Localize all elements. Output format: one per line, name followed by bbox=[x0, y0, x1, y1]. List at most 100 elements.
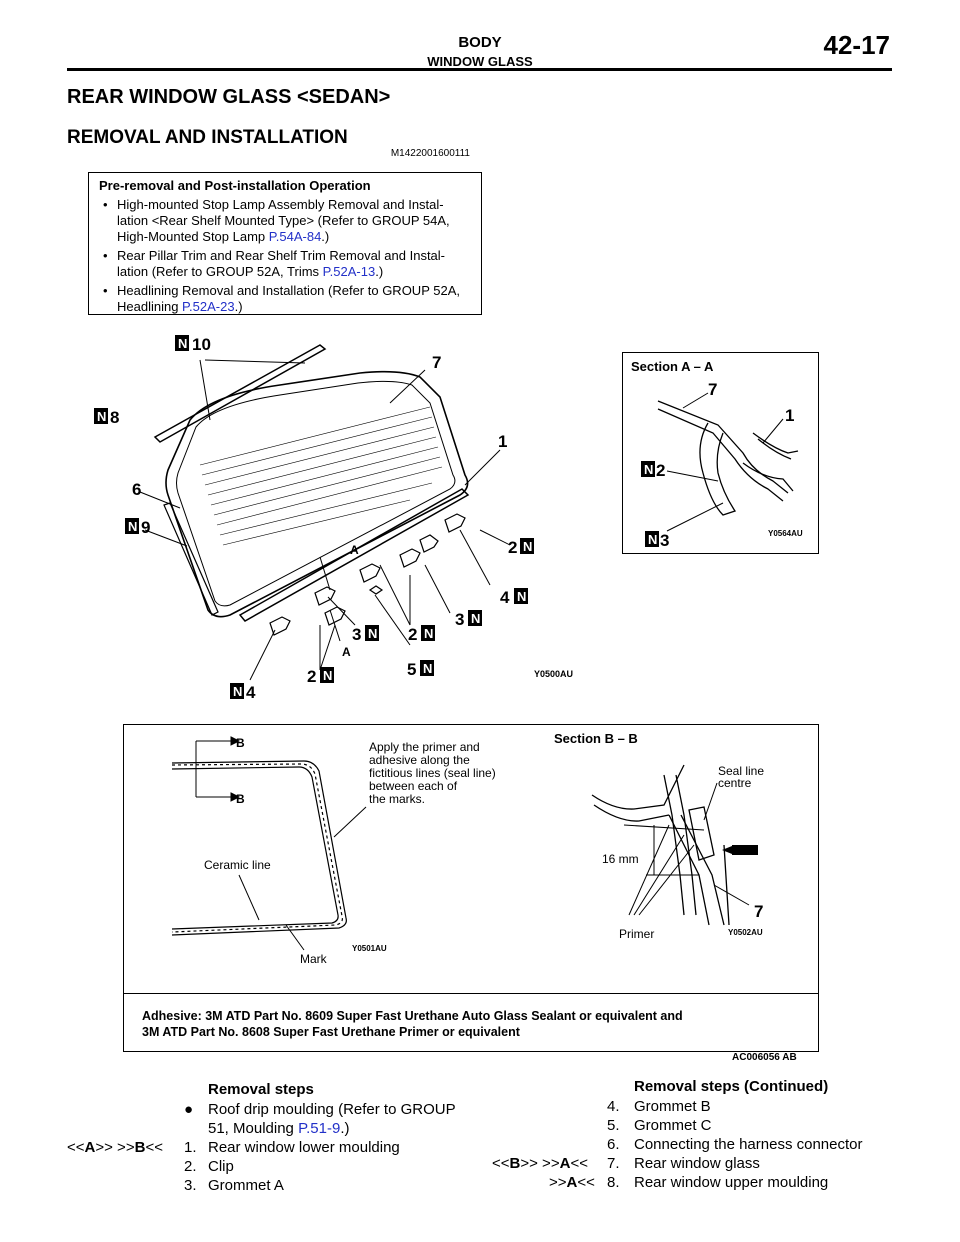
svg-text:3: 3 bbox=[455, 610, 464, 629]
list-item-text: High-mounted Stop Lamp Assembly Removal … bbox=[117, 197, 450, 244]
svg-text:A: A bbox=[342, 645, 351, 659]
divider bbox=[124, 993, 818, 994]
mark-label: Mark bbox=[300, 952, 328, 966]
step-tag: <<A>> >>B<< bbox=[67, 1139, 163, 1156]
list-item-text: Rear Pillar Trim and Rear Shelf Trim Rem… bbox=[117, 248, 446, 279]
step-number: 1. bbox=[184, 1139, 197, 1156]
section-title: BODY bbox=[458, 34, 502, 51]
step-number: 6. bbox=[607, 1136, 620, 1153]
svg-text:N: N bbox=[648, 532, 657, 547]
note-line: Apply the primer and bbox=[369, 740, 480, 754]
note-line: fictitious lines (seal line) bbox=[369, 766, 496, 780]
callout-1: 1 bbox=[785, 406, 794, 425]
svg-text:4: 4 bbox=[500, 588, 510, 607]
figure-code: Y0564AU bbox=[768, 529, 803, 538]
step-number: 7. bbox=[607, 1155, 620, 1172]
list-item-tail: .) bbox=[234, 299, 243, 314]
ref-link[interactable]: P.51-9 bbox=[298, 1120, 341, 1137]
section-a-title: Section A – A bbox=[631, 359, 714, 374]
list-item: Headlining Removal and Installation (Ref… bbox=[103, 283, 471, 315]
step-number: 2. bbox=[184, 1158, 197, 1175]
callout-7: 7 bbox=[754, 902, 763, 921]
seal-line-label: centre bbox=[718, 776, 752, 790]
step-tag: <<B>> >>A<< bbox=[492, 1155, 588, 1172]
step-text: Roof drip moulding (Refer to GROUP bbox=[208, 1101, 456, 1118]
callout-7: 7 bbox=[708, 380, 717, 399]
svg-text:8: 8 bbox=[110, 408, 119, 427]
page-number: 42-17 bbox=[823, 30, 891, 60]
note-line: the marks. bbox=[369, 792, 425, 806]
section-a-drawing: 7 1 N 2 N 3 Y0564AU bbox=[641, 380, 803, 550]
callout-2: 2 bbox=[656, 461, 665, 480]
b-marker-top: B bbox=[236, 736, 245, 750]
svg-text:N: N bbox=[523, 539, 532, 554]
adhesive-spec: Adhesive: 3M ATD Part No. 8609 Super Fas… bbox=[142, 1008, 683, 1040]
svg-text:Y0500AU: Y0500AU bbox=[534, 669, 573, 679]
list-item: High-mounted Stop Lamp Assembly Removal … bbox=[103, 197, 471, 245]
dimension-label: 16 mm bbox=[602, 852, 639, 866]
list-item-tail: .) bbox=[375, 264, 384, 279]
adhesive-line: 3M ATD Part No. 8608 Super Fast Urethane… bbox=[142, 1025, 520, 1039]
svg-text:N: N bbox=[128, 519, 137, 534]
ceramic-line-label: Ceramic line bbox=[204, 858, 271, 872]
section-a-box: Section A – A 7 1 N 2 N 3 Y0564AU bbox=[622, 352, 819, 554]
svg-text:2: 2 bbox=[408, 625, 417, 644]
svg-text:6: 6 bbox=[132, 480, 141, 499]
step-number: 5. bbox=[607, 1117, 620, 1134]
svg-text:N: N bbox=[233, 684, 242, 699]
svg-text:2: 2 bbox=[508, 538, 517, 557]
section-b-title: Section B – B bbox=[554, 731, 638, 746]
b-marker-bottom: B bbox=[236, 792, 245, 806]
svg-text:A: A bbox=[350, 543, 359, 557]
svg-text:2: 2 bbox=[307, 667, 316, 686]
steps-heading: Removal steps (Continued) bbox=[634, 1078, 829, 1095]
callout-3: 3 bbox=[660, 531, 669, 550]
doc-code: M1422001600111 bbox=[390, 148, 470, 159]
adhesive-line: Adhesive: 3M ATD Part No. 8609 Super Fas… bbox=[142, 1009, 683, 1023]
step-number: 8. bbox=[607, 1174, 620, 1191]
bullet-icon: ● bbox=[184, 1101, 194, 1118]
svg-text:N: N bbox=[517, 589, 526, 604]
svg-text:4: 4 bbox=[246, 683, 256, 702]
list-item-text: Headlining Removal and Installation (Ref… bbox=[117, 283, 460, 314]
ref-link[interactable]: P.54A-84 bbox=[268, 229, 322, 244]
step-label: Clip bbox=[208, 1158, 234, 1175]
step-label: Rear window upper moulding bbox=[634, 1174, 829, 1191]
pre-removal-list: High-mounted Stop Lamp Assembly Removal … bbox=[99, 197, 471, 315]
svg-text:10: 10 bbox=[192, 335, 211, 354]
list-item: Rear Pillar Trim and Rear Shelf Trim Rem… bbox=[103, 248, 471, 280]
svg-text:N: N bbox=[471, 611, 480, 626]
subsection-title: WINDOW GLASS bbox=[427, 54, 533, 69]
step-label: Rear window lower moulding bbox=[208, 1139, 400, 1156]
ref-link[interactable]: P.52A-13 bbox=[322, 264, 376, 279]
pre-removal-heading: Pre-removal and Post-installation Operat… bbox=[99, 178, 371, 193]
step-label: Connecting the harness connector bbox=[634, 1136, 863, 1153]
svg-text:N: N bbox=[423, 661, 432, 676]
steps-heading: Removal steps bbox=[208, 1081, 314, 1098]
page-subtitle: REMOVAL AND INSTALLATION bbox=[67, 127, 348, 148]
step-text: .) bbox=[340, 1120, 350, 1137]
header-rule bbox=[67, 68, 892, 71]
svg-text:5: 5 bbox=[407, 660, 416, 679]
adhesive-section-box: B B Apply the primer and adhesive along … bbox=[123, 724, 819, 1052]
step-label: Grommet B bbox=[634, 1098, 711, 1115]
svg-text:N: N bbox=[424, 626, 433, 641]
figure-code: AC006056 AB bbox=[732, 1052, 797, 1063]
seal-line-label: Seal line bbox=[718, 764, 764, 778]
svg-text:9: 9 bbox=[141, 518, 150, 537]
figure-code: Y0501AU bbox=[352, 944, 387, 953]
figure-code: Y0502AU bbox=[728, 928, 763, 937]
svg-text:3: 3 bbox=[352, 625, 361, 644]
svg-text:7: 7 bbox=[432, 353, 441, 372]
svg-text:N: N bbox=[368, 626, 377, 641]
svg-text:N: N bbox=[97, 409, 106, 424]
primer-label: Primer bbox=[619, 927, 654, 941]
step-text: 51, Moulding bbox=[208, 1120, 299, 1137]
list-item-tail: .) bbox=[321, 229, 330, 244]
step-number: 4. bbox=[607, 1098, 620, 1115]
step-number: 3. bbox=[184, 1177, 197, 1194]
svg-text:N: N bbox=[178, 336, 187, 351]
step-label: Rear window glass bbox=[634, 1155, 760, 1172]
ref-link[interactable]: P.52A-23 bbox=[182, 299, 235, 314]
